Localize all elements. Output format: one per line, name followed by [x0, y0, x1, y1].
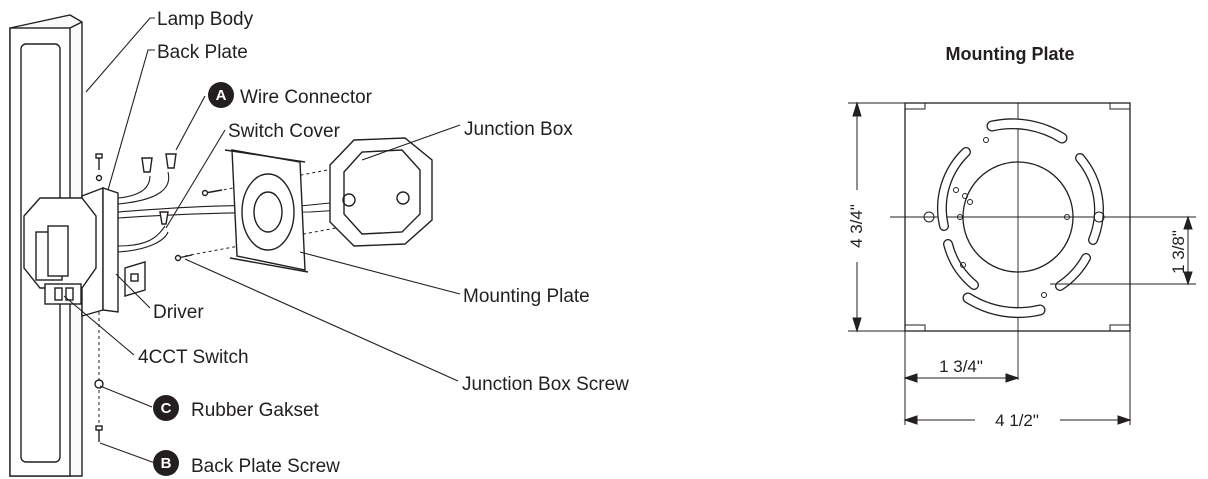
badge-b: [153, 450, 179, 476]
label-driver: Driver: [153, 302, 204, 323]
dim-width: [903, 415, 1132, 425]
junction-box-screws: [174, 189, 223, 262]
cct-switch-part: [44, 283, 82, 305]
label-4cct-switch: 4CCT Switch: [138, 347, 249, 368]
plate-tabs: [904, 102, 1131, 332]
badge-c: [153, 395, 179, 421]
label-lamp-body: Lamp Body: [157, 9, 254, 30]
dim-offset-y: [1050, 215, 1196, 286]
top-screw: [95, 153, 103, 182]
plate-holes: [923, 137, 1105, 298]
driver: [23, 197, 97, 289]
exploded-view: [9, 14, 461, 477]
plate-title: Mounting Plate: [946, 44, 1075, 64]
dim-offset-y-text: 1 3/8": [1169, 230, 1188, 274]
dim-offset-x-text: 1 3/4": [939, 357, 983, 376]
dim-height: [848, 101, 905, 333]
mounting-plate-drawing: Mounting Plate: [847, 44, 1196, 430]
mounting-plate-part: [224, 149, 309, 273]
dim-offset-x: [903, 331, 1131, 425]
part-labels: Lamp Body Back Plate A Wire Connector Sw…: [138, 9, 629, 477]
leader-lines: [63, 17, 461, 464]
label-back-plate: Back Plate: [157, 42, 248, 63]
switch-cover-part: [124, 261, 146, 297]
wire-connectors: [141, 153, 177, 225]
dim-height-text: 4 3/4": [847, 204, 866, 248]
badge-b-text: B: [161, 455, 172, 472]
label-switch-cover: Switch Cover: [228, 121, 341, 142]
label-mounting-plate: Mounting Plate: [463, 286, 590, 307]
label-back-plate-screw: Back Plate Screw: [191, 456, 340, 477]
badge-a: [208, 82, 234, 108]
label-junction-box: Junction Box: [464, 119, 573, 140]
plate-slots: [937, 118, 1104, 319]
dim-width-text: 4 1/2": [995, 411, 1039, 430]
badge-a-text: A: [216, 87, 227, 104]
label-rubber-gasket: Rubber Gakset: [191, 400, 320, 421]
badge-c-text: C: [161, 400, 172, 417]
label-junction-box-screw: Junction Box Screw: [462, 374, 629, 395]
label-wire-connector: Wire Connector: [240, 87, 373, 108]
junction-box-part: [329, 137, 433, 247]
